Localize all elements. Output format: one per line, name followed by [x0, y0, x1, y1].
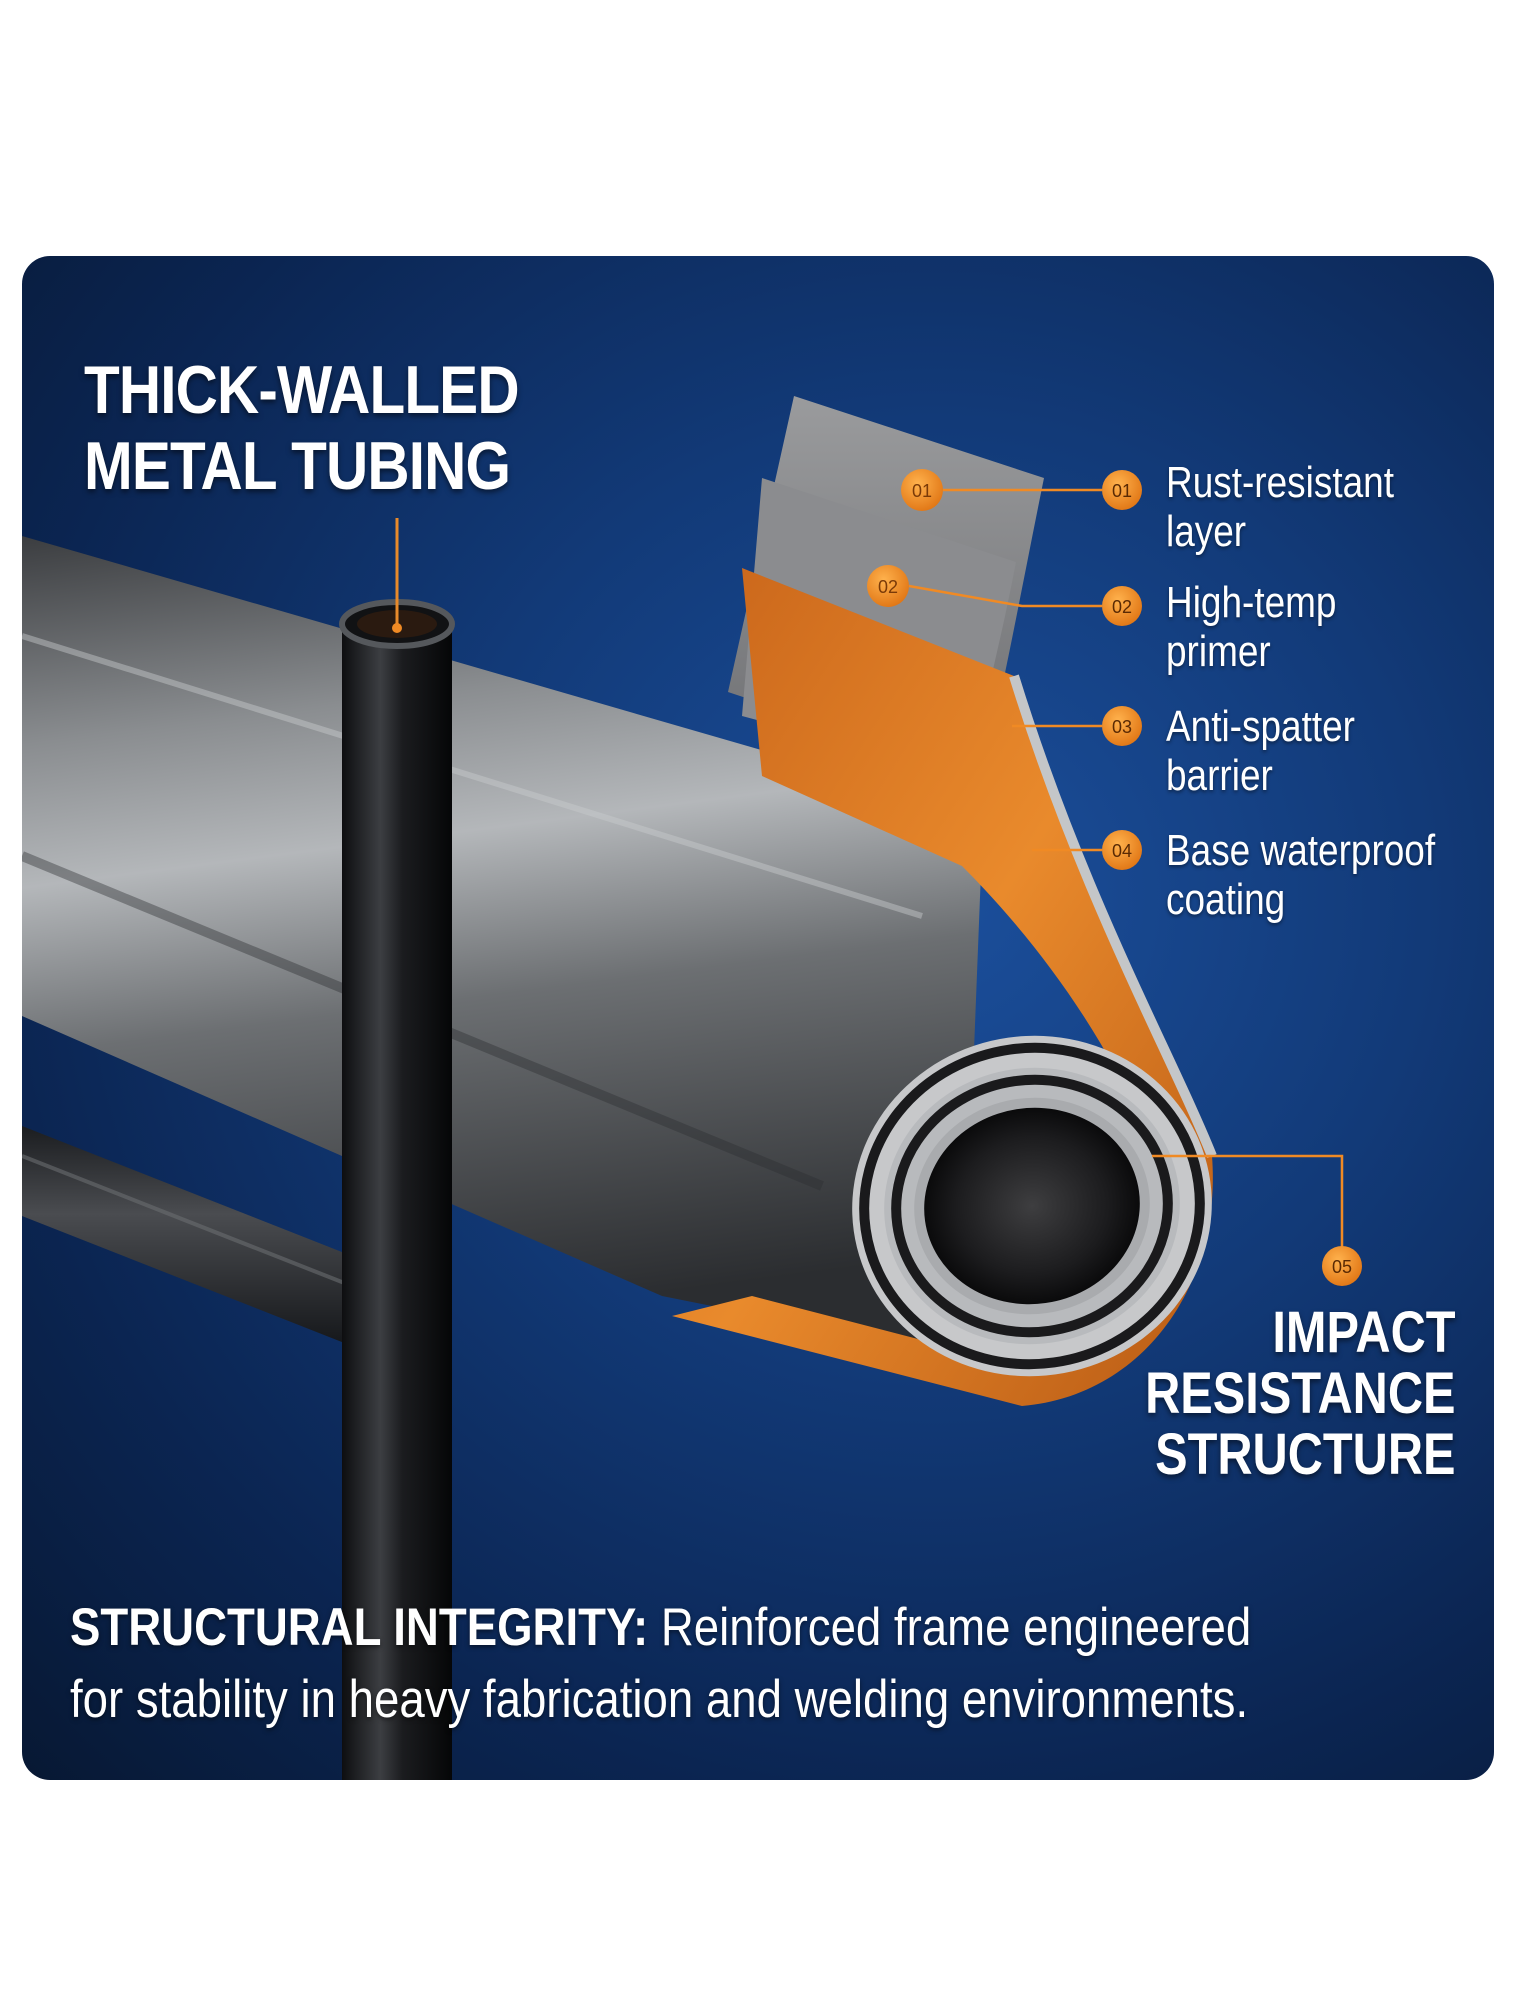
caption-line-2: for stability in heavy fabrication and w… — [70, 1670, 1249, 1729]
caption-bold: STRUCTURAL INTEGRITY: — [70, 1598, 649, 1657]
sheet-tag-02: 02 — [878, 577, 898, 597]
headline-line-1: THICK-WALLED — [84, 352, 520, 428]
layer-label-waterproof: Base waterproof coating — [1166, 826, 1436, 924]
infographic-panel: 01 02 01 02 03 04 05 THICK-WALLED METAL … — [22, 256, 1494, 1780]
caption: STRUCTURAL INTEGRITY: Reinforced frame e… — [70, 1592, 1446, 1736]
callout-tag-01: 01 — [1112, 481, 1132, 501]
sheet-tag-01: 01 — [912, 481, 932, 501]
callout-tag-02: 02 — [1112, 597, 1132, 617]
callout-tag-03: 03 — [1112, 717, 1132, 737]
layer-label-rust: Rust-resistant layer — [1166, 458, 1394, 556]
headline: THICK-WALLED METAL TUBING — [84, 352, 520, 504]
layer-label-spatter: Anti-spatter barrier — [1166, 702, 1355, 800]
layer-label-primer: High-temp primer — [1166, 578, 1337, 676]
tubing-illustration: 01 02 01 02 03 04 05 — [22, 396, 1362, 1780]
callout-tag-05: 05 — [1332, 1257, 1352, 1277]
caption-rest-1: Reinforced frame engineered — [660, 1598, 1252, 1657]
impact-title: IMPACT RESISTANCE STRUCTURE — [1145, 1300, 1456, 1487]
headline-line-2: METAL TUBING — [84, 428, 511, 504]
callout-tag-04: 04 — [1112, 841, 1132, 861]
